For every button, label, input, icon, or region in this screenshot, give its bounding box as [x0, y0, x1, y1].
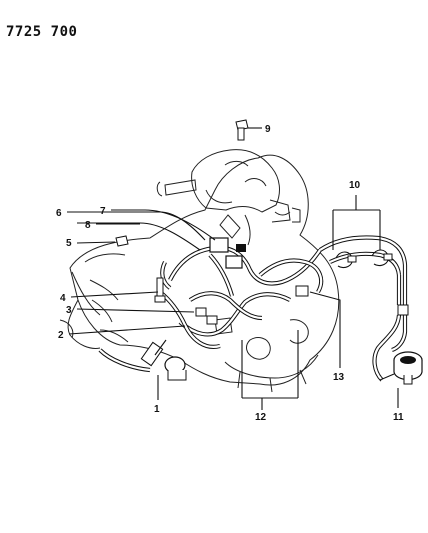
vacuum-hose-routing [98, 235, 408, 382]
callout-12: 12 [255, 412, 267, 423]
callout-4: 4 [60, 293, 66, 304]
callout-11: 11 [393, 412, 404, 423]
callout-8: 8 [85, 220, 91, 231]
callout-3: 3 [66, 305, 72, 316]
components [115, 119, 423, 385]
callout-labels: 1 2 3 4 5 6 7 8 9 10 11 12 13 [56, 124, 404, 423]
callout-6: 6 [56, 208, 62, 219]
callout-7: 7 [100, 206, 106, 217]
callout-5: 5 [66, 238, 72, 249]
diagram-code: 7725 700 [6, 24, 78, 40]
callout-13: 13 [333, 372, 345, 383]
callout-1: 1 [154, 404, 160, 415]
callout-9: 9 [265, 124, 271, 135]
leader-lines [67, 127, 399, 410]
callout-10: 10 [349, 180, 361, 191]
callout-2: 2 [58, 330, 64, 341]
engine-block-illustration [59, 149, 340, 393]
